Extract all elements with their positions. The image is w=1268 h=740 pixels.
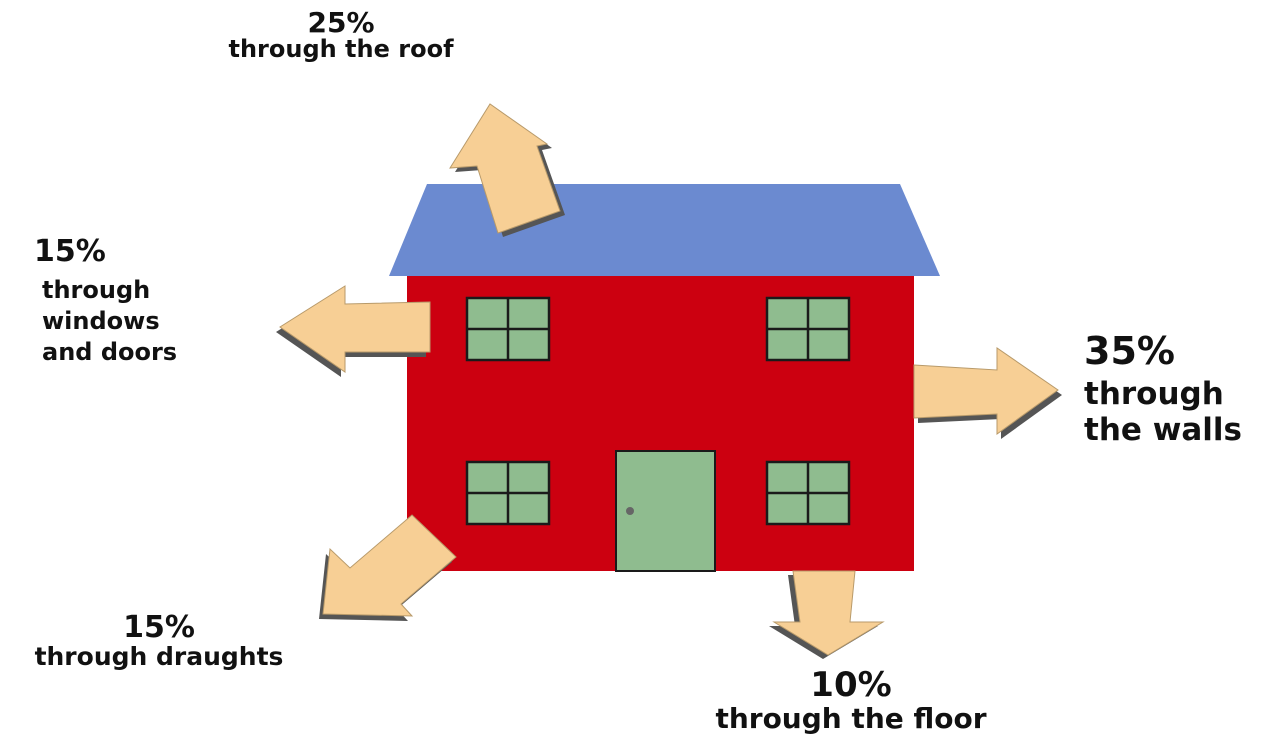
label-roof: 25% through the roof bbox=[188, 8, 494, 63]
walls-line2: the walls bbox=[1084, 412, 1242, 449]
label-floor: 10% through the floor bbox=[683, 665, 1019, 735]
floor-text: through the floor bbox=[715, 701, 987, 735]
roof-text: through the roof bbox=[228, 35, 454, 64]
draughts-text: through draughts bbox=[34, 641, 284, 671]
windows-line3: and doors bbox=[42, 337, 178, 366]
label-windows: 15% through windows and doors bbox=[26, 234, 226, 366]
window-bottom-left bbox=[465, 460, 551, 526]
walls-percent: 35% bbox=[1084, 329, 1175, 373]
arrow-windows bbox=[276, 285, 431, 377]
arrow-roof bbox=[449, 103, 565, 237]
front-door bbox=[615, 450, 716, 572]
windows-line2: windows bbox=[42, 306, 160, 335]
window-bottom-right bbox=[765, 460, 851, 526]
house-roof bbox=[389, 184, 940, 276]
window-top-left bbox=[465, 296, 551, 362]
arrow-floor bbox=[769, 570, 885, 659]
draughts-percent: 15% bbox=[123, 610, 195, 645]
walls-line1: through bbox=[1084, 375, 1224, 412]
arrow-draughts bbox=[319, 514, 457, 621]
label-walls: 35% through the walls bbox=[1084, 329, 1268, 449]
roof-percent: 25% bbox=[307, 6, 375, 39]
windows-line1: through bbox=[42, 275, 151, 304]
floor-percent: 10% bbox=[810, 665, 892, 705]
window-top-right bbox=[765, 296, 851, 362]
windows-percent: 15% bbox=[34, 234, 106, 269]
arrow-walls bbox=[913, 347, 1062, 439]
label-draughts: 15% through draughts bbox=[4, 612, 314, 670]
door-knob bbox=[626, 507, 634, 515]
